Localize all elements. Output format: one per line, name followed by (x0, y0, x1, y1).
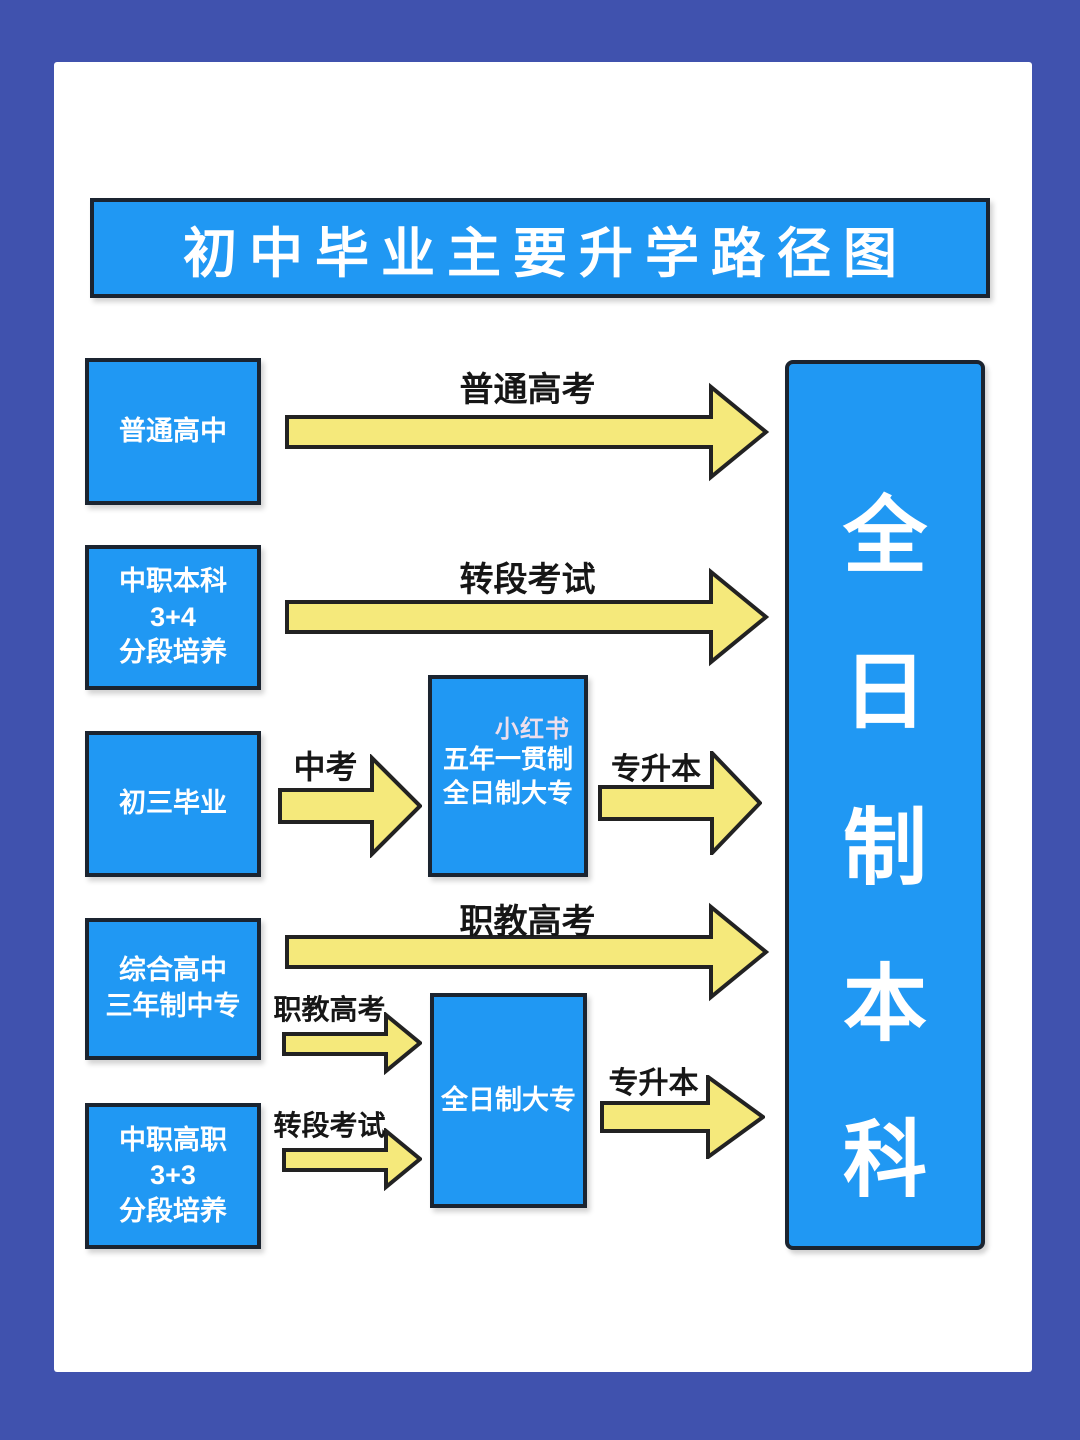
arrow-label-vocational-gaokao-short: 职教高考 (273, 994, 386, 1025)
node-label: 3+3 (150, 1160, 196, 1191)
diagram-title-box: 初中毕业主要升学路径图 (90, 198, 990, 298)
node-label: 分段培养 (119, 1195, 227, 1226)
arrow-label-zhongkao: 中考 (293, 749, 358, 785)
arrow-vocational-gaokao-short (282, 1012, 422, 1075)
node-label: 全日制大专 (442, 778, 573, 808)
arrow-transfer-exam-lower (282, 1128, 422, 1191)
node-label: 分段培养 (119, 637, 227, 668)
arrow-label-transfer-exam-lower: 转段考试 (273, 1110, 386, 1141)
arrow-zhuanshengben-lower (600, 1075, 765, 1159)
diagram-title: 初中毕业主要升学路径图 (183, 223, 909, 284)
arrow-label-zhuanshengben-upper: 专升本 (611, 753, 701, 786)
node-label: 中职高职 (119, 1124, 227, 1155)
node-label: 综合高中 (119, 955, 227, 986)
node-vocational-3plus3: 中职高职 3+3 分段培养 (85, 1103, 261, 1249)
node-label: 3+4 (150, 601, 196, 632)
node-label: 初三毕业 (119, 788, 227, 819)
arrow-general-gaokao (285, 382, 770, 482)
node-five-year-fulltime-college: 小红书 五年一贯制 全日制大专 (428, 675, 588, 877)
node-label: 普通高中 (119, 415, 227, 446)
arrow-label-zhuanshengben-lower: 专升本 (608, 1067, 699, 1100)
node-label: 全日制大专 (441, 1084, 576, 1115)
arrow-zhuanshengben-upper (598, 751, 762, 855)
node-label-vertical: 全日制本科 (842, 489, 927, 1207)
arrow-label-transfer-exam-upper: 转段考试 (459, 561, 596, 599)
node-fulltime-college: 全日制大专 (430, 993, 587, 1208)
arrow-vocational-gaokao-long (285, 902, 770, 1002)
xiaohongshu-watermark: 小红书 (495, 716, 570, 743)
node-regular-high-school: 普通高中 (85, 358, 261, 505)
node-label: 三年制中专 (105, 991, 241, 1021)
arrow-label-vocational-gaokao-long: 职教高考 (459, 903, 596, 941)
node-label: 中职本科 (119, 566, 227, 597)
arrow-zhongkao (278, 754, 422, 858)
node-fulltime-bachelor: 全日制本科 (785, 360, 985, 1250)
node-comprehensive-high-school: 综合高中 三年制中专 (85, 918, 261, 1060)
node-label: 五年一贯制 (442, 743, 573, 774)
node-vocational-bachelor-3plus4: 中职本科 3+4 分段培养 (85, 545, 261, 690)
arrow-transfer-exam-upper (285, 567, 770, 667)
arrow-label-general-gaokao: 普通高考 (459, 371, 596, 409)
node-grade9-graduate: 初三毕业 (85, 731, 261, 877)
